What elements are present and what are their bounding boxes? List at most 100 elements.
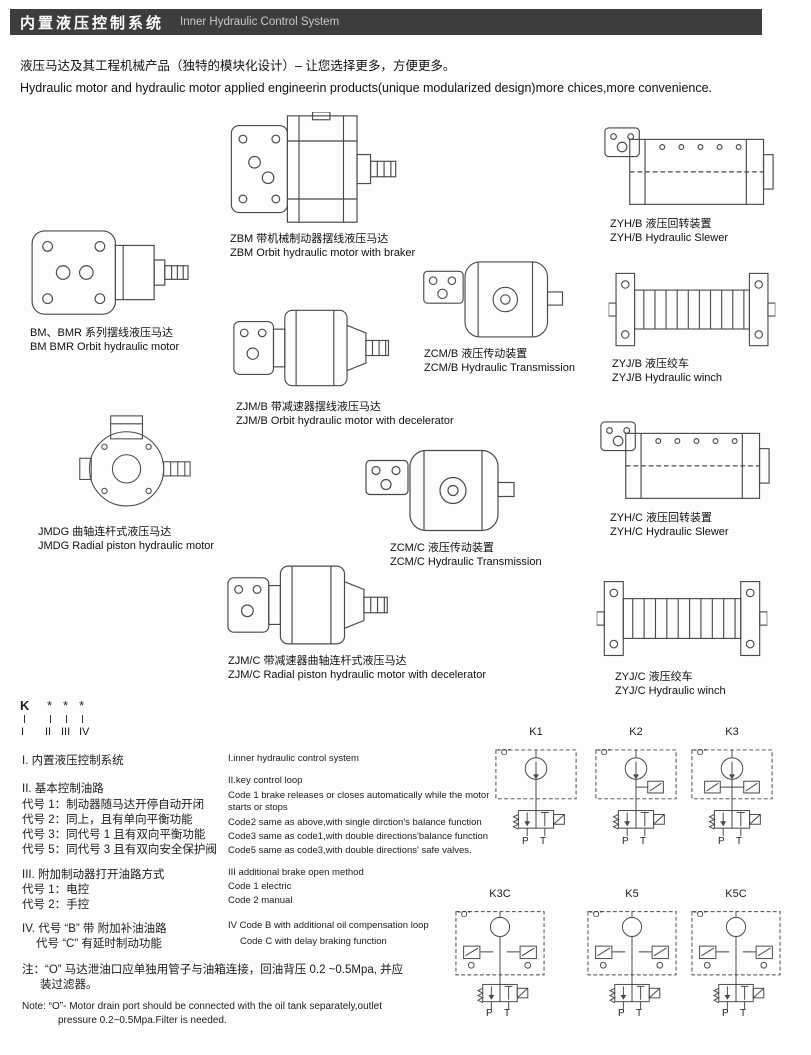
- legend-zh-section2: II. 基本控制油路: [22, 783, 104, 795]
- hydraulic-circuit-diagram: “O” P T: [492, 742, 580, 847]
- caption-en: ZYH/B Hydraulic Slewer: [610, 232, 728, 244]
- legend-en-code5: Code5 same as code3,with double directio…: [228, 845, 472, 856]
- intro-line-zh: 液压马达及其工程机械产品（独特的模块化设计）– 让您选择更多，方便更多。: [20, 59, 456, 73]
- legend-zh-code-manual: 代号 2：手控: [22, 899, 90, 911]
- note-zh-line2: 装过滤器。: [40, 979, 98, 991]
- circuit-k1: K1 “O” P T: [492, 726, 580, 847]
- intro-line-en: Hydraulic motor and hydraulic motor appl…: [20, 81, 713, 95]
- port-t-label: T: [740, 1008, 747, 1019]
- legend-en-section2: II.key control loop: [228, 775, 303, 786]
- product-drawing-zcm-b: [420, 254, 570, 344]
- drain-port-label: “O”: [694, 747, 707, 757]
- product-caption-zcm-b: ZCM/B 液压传动装置 ZCM/B Hydraulic Transmissio…: [424, 347, 575, 375]
- note-zh-line1: 注：“O” 马达泄油口应单独用管子与油箱连接，回油背压 0.2 ~0.5Mpa,…: [22, 964, 404, 976]
- circuit-k5c: K5C “O” P T: [688, 888, 784, 1019]
- circuit-label: K2: [629, 726, 643, 738]
- drain-port-label: “O”: [498, 747, 511, 757]
- port-t-label: T: [640, 836, 647, 847]
- drain-port-label: “O”: [458, 909, 471, 919]
- caption-zh: ZYJ/B 液压绞车: [612, 358, 690, 370]
- legend-en-code1b: starts or stops: [228, 802, 288, 813]
- note-en-line2: pressure 0.2~0.5Mpa.Filter is needed.: [58, 1015, 227, 1026]
- legend-zh-section1: I. 内置液压控制系统: [22, 755, 124, 767]
- caption-en: ZYJ/C Hydraulic winch: [615, 685, 726, 697]
- product-drawing-zjm-c: [226, 556, 396, 654]
- code-letter-k: K: [20, 698, 30, 713]
- product-drawing-zyj-c: [596, 574, 768, 664]
- product-drawing-zcm-c: [362, 442, 522, 538]
- caption-en: ZCM/B Hydraulic Transmission: [424, 362, 575, 374]
- circuit-k5: K5 “O” P T: [584, 888, 680, 1019]
- circuit-k2: K2 “O” P T: [592, 726, 680, 847]
- product-caption-zyj-b: ZYJ/B 液压绞车 ZYJ/B Hydraulic winch: [612, 357, 722, 385]
- code-stars: ***: [47, 698, 96, 713]
- caption-zh: ZBM 带机械制动器摆线液压马达: [230, 233, 389, 245]
- legend-zh-section4b: 代号 “C” 有延时制动功能: [36, 938, 162, 950]
- note-en-line1: Note: “O”- Motor drain port should be co…: [22, 1001, 383, 1012]
- legend-en-section4a: IV Code B with additional oil compensati…: [228, 920, 429, 931]
- drain-port-label: “O”: [694, 909, 707, 919]
- product-caption-zyj-c: ZYJ/C 液压绞车 ZYJ/C Hydraulic winch: [615, 670, 726, 698]
- port-t-label: T: [736, 836, 743, 847]
- port-p-label: P: [486, 1008, 493, 1019]
- product-drawing-zyj-b: [608, 266, 776, 354]
- code-numeral-4: IV: [79, 726, 90, 738]
- caption-zh: BM、BMR 系列摆线液压马达: [30, 327, 173, 339]
- product-drawing-zbm: [228, 112, 400, 228]
- legend-zh-code-electric: 代号 1：电控: [22, 884, 90, 896]
- caption-zh: ZCM/C 液压传动装置: [390, 542, 494, 554]
- product-caption-zjm-c: ZJM/C 带减速器曲轴连杆式液压马达 ZJM/C Radial piston …: [228, 654, 486, 682]
- caption-zh: ZJM/B 带减速器摆线液压马达: [236, 401, 381, 413]
- product-drawing-zyh-b: [600, 126, 778, 212]
- hydraulic-circuit-diagram: “O” P T: [592, 742, 680, 847]
- circuit-label: K3C: [489, 888, 511, 900]
- hydraulic-circuit-diagram: “O” P T: [452, 904, 548, 1019]
- product-caption-zyh-c: ZYH/C 液压回转装置 ZYH/C Hydraulic Slewer: [610, 511, 729, 539]
- legend-en-section4b: Code C with delay braking function: [240, 936, 387, 947]
- caption-en: ZJM/B Orbit hydraulic motor with deceler…: [236, 415, 454, 427]
- drain-port-label: “O”: [598, 747, 611, 757]
- code-tick: [66, 715, 67, 723]
- page-title-en: Inner Hydraulic Control System: [180, 16, 340, 28]
- product-caption-zyh-b: ZYH/B 液压回转装置 ZYH/B Hydraulic Slewer: [610, 217, 728, 245]
- legend-en-code-electric: Code 1 electric: [228, 881, 292, 892]
- caption-zh: ZYH/B 液压回转装置: [610, 218, 712, 230]
- hydraulic-circuit-diagram: “O” P T: [584, 904, 680, 1019]
- code-tick: [50, 715, 51, 723]
- caption-zh: ZYJ/C 液压绞车: [615, 671, 693, 683]
- circuit-label: K3: [725, 726, 739, 738]
- port-t-label: T: [504, 1008, 511, 1019]
- caption-zh: JMDG 曲轴连杆式液压马达: [38, 526, 172, 538]
- legend-en-section3: III additional brake open method: [228, 867, 364, 878]
- legend-zh-code3: 代号 3：同代号 1 且有双向平衡功能: [22, 829, 206, 841]
- product-drawing-bm-bmr: [30, 228, 195, 320]
- legend-zh-code2: 代号 2：同上，且有单向平衡功能: [22, 814, 193, 826]
- caption-zh: ZCM/B 液压传动装置: [424, 348, 528, 360]
- caption-zh: ZYH/C 液压回转装置: [610, 512, 713, 524]
- caption-en: JMDG Radial piston hydraulic motor: [38, 540, 215, 552]
- legend-en-code2: Code2 same as above,with single dirction…: [228, 817, 482, 828]
- hydraulic-circuit-diagram: “O” P T: [688, 904, 784, 1019]
- legend-en-section1: I.inner hydraulic control system: [228, 753, 359, 764]
- product-caption-zbm: ZBM 带机械制动器摆线液压马达 ZBM Orbit hydraulic mot…: [230, 232, 415, 260]
- circuit-k3: K3 “O” P T: [688, 726, 776, 847]
- hydraulic-circuit-diagram: “O” P T: [688, 742, 776, 847]
- product-caption-zjm-b: ZJM/B 带减速器摆线液压马达 ZJM/B Orbit hydraulic m…: [236, 400, 454, 428]
- model-code-key: K *** I II III IV: [20, 698, 140, 744]
- product-caption-jmdg: JMDG 曲轴连杆式液压马达 JMDG Radial piston hydrau…: [38, 525, 214, 553]
- circuit-label: K5: [625, 888, 639, 900]
- circuit-label: K1: [529, 726, 543, 738]
- product-caption-bm-bmr: BM、BMR 系列摆线液压马达 BM BMR Orbit hydraulic m…: [30, 326, 179, 354]
- caption-en: ZJM/C Radial piston hydraulic motor with…: [228, 669, 486, 681]
- legend-zh-section3: III. 附加制动器打开油路方式: [22, 869, 165, 881]
- caption-en: BM BMR Orbit hydraulic motor: [30, 341, 180, 353]
- circuit-k3c: K3C “O” P T: [452, 888, 548, 1019]
- caption-zh: ZJM/C 带减速器曲轴连杆式液压马达: [228, 655, 407, 667]
- code-numeral-1: I: [21, 726, 25, 738]
- legend-zh-section4a: IV. 代号 “B” 带 附加补油油路: [22, 923, 167, 935]
- port-p-label: P: [718, 836, 725, 847]
- drain-port-label: “O”: [590, 909, 603, 919]
- port-p-label: P: [622, 836, 629, 847]
- code-tick: [24, 715, 25, 723]
- caption-en: ZYJ/B Hydraulic winch: [612, 372, 723, 384]
